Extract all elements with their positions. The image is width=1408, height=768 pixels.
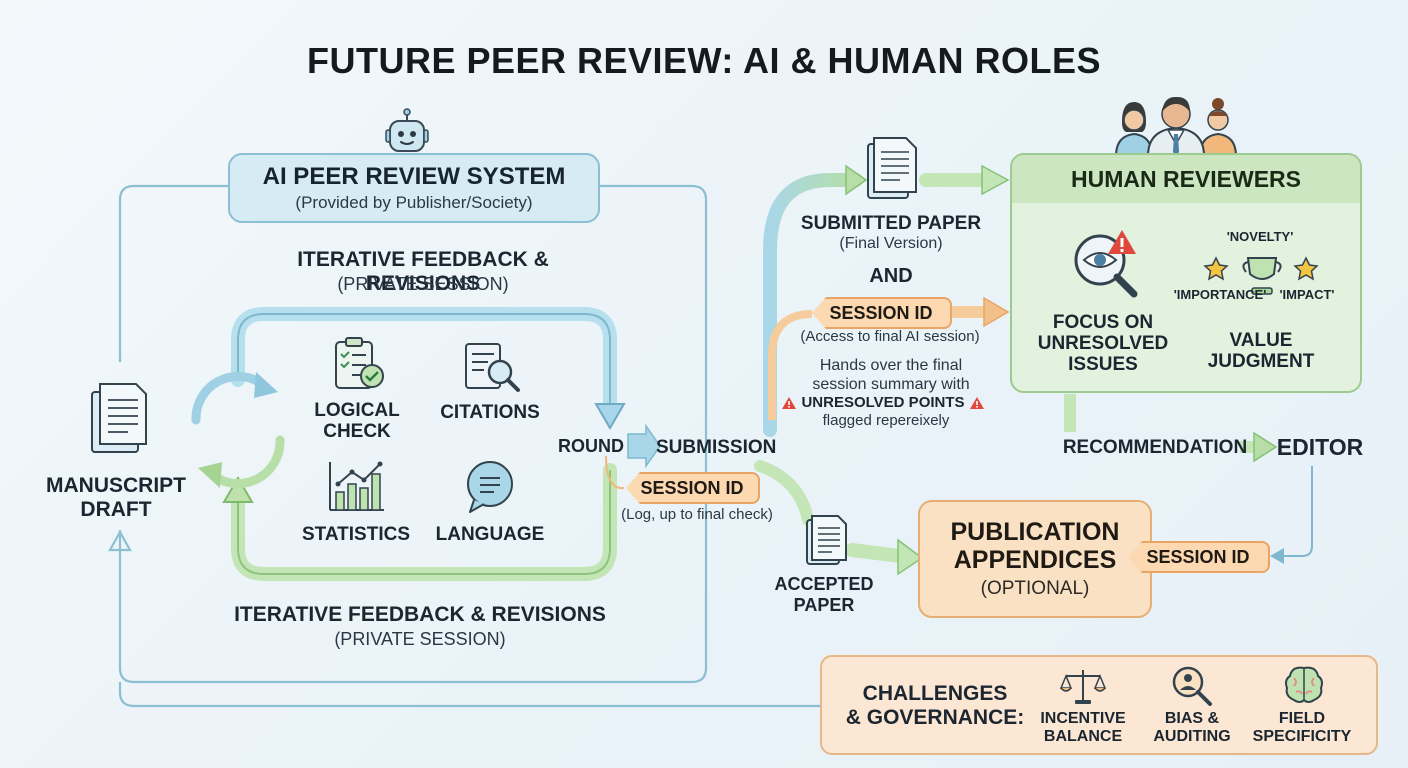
handover-line-2: session summary with — [812, 376, 970, 393]
check-label-logical: LOGICAL CHECK — [302, 400, 412, 442]
check-label-citations: CITATIONS — [440, 402, 540, 423]
eye-magnifier-icon — [1074, 230, 1138, 298]
challenges-governance-box — [820, 655, 1378, 755]
ai-system-subtitle: (Provided by Publisher/Society) — [295, 193, 533, 212]
and-label: AND — [869, 265, 913, 287]
session-id-log-sub: (Log, up to final check) — [621, 506, 773, 523]
round-label: ROUND — [558, 436, 624, 456]
focus-line-3: ISSUES — [1068, 354, 1138, 375]
session-id-access-tag: SESSION ID — [812, 297, 952, 329]
refresh-cycle-icon — [191, 371, 285, 489]
focus-unresolved-label: FOCUS ON UNRESOLVED ISSUES — [1036, 312, 1170, 375]
challenges-title-line-2: & GOVERNANCE: — [845, 706, 1025, 729]
focus-line-1: FOCUS ON — [1052, 312, 1154, 333]
loop-bottom-sub: (PRIVATE SESSION) — [334, 629, 506, 649]
document-search-icon — [465, 343, 520, 392]
publication-appendices-box: PUBLICATION APPENDICES (OPTIONAL) — [918, 500, 1152, 618]
publication-line-1: PUBLICATION — [950, 518, 1120, 546]
trophy-stars-icon — [1203, 256, 1319, 295]
handover-text: Hands over the final session summary wit… — [776, 356, 1006, 394]
ai-peer-review-system-box: AI PEER REVIEW SYSTEM (Provided by Publi… — [228, 153, 600, 223]
incentive-line-2: BALANCE — [1043, 728, 1123, 745]
novelty-label: 'NOVELTY' — [1226, 229, 1294, 244]
check-label-language: LANGUAGE — [435, 524, 545, 545]
session-id-log-tag: SESSION ID — [626, 472, 760, 504]
publication-sub: (OPTIONAL) — [980, 578, 1090, 599]
bar-chart-icon — [329, 461, 384, 511]
human-reviewers-title: HUMAN REVIEWERS — [1012, 155, 1360, 203]
magnifier-person-icon — [1172, 666, 1212, 706]
publication-line-2: APPENDICES — [953, 546, 1117, 574]
manuscript-draft-label: MANUSCRIPT DRAFT — [40, 474, 192, 522]
warning-icon — [969, 396, 984, 409]
accepted-paper-icon — [806, 515, 847, 565]
value-line-1: VALUE — [1229, 330, 1293, 351]
session-id-publication-text: SESSION ID — [1146, 546, 1250, 567]
loop-top-label: ITERATIVE FEEDBACK & REVISIONS — [297, 248, 549, 295]
loop-bottom-label: ITERATIVE FEEDBACK & REVISIONS — [234, 603, 606, 626]
challenges-title: CHALLENGES & GOVERNANCE: — [840, 682, 1030, 730]
submission-label: SUBMISSION — [656, 437, 777, 458]
editor-label: EDITOR — [1276, 434, 1364, 460]
people-group-icon — [1114, 96, 1238, 156]
accepted-paper-label: ACCEPTED PAPER — [764, 574, 884, 616]
warning-icon — [782, 396, 797, 409]
session-id-publication-tag: SESSION ID — [1128, 541, 1270, 573]
check-logical-line-2: CHECK — [323, 421, 391, 442]
accepted-line-2: PAPER — [793, 595, 855, 615]
field-line-2: SPECIFICITY — [1252, 728, 1352, 745]
clipboard-check-icon — [335, 337, 384, 389]
submitted-paper-label: SUBMITTED PAPER — [800, 213, 982, 234]
submitted-paper-icon — [867, 137, 917, 199]
session-id-access-sub: (Access to final AI session) — [800, 328, 980, 345]
incentive-line-1: INCENTIVE — [1040, 710, 1126, 727]
value-line-2: JUDGMENT — [1207, 351, 1315, 372]
challenge-incentive-label: INCENTIVE BALANCE — [1030, 710, 1136, 746]
impact-label: 'IMPACT' — [1279, 287, 1335, 302]
value-judgment-label: VALUE JUDGMENT — [1196, 330, 1326, 372]
manuscript-document-icon — [91, 383, 147, 453]
bias-line-1: BIAS & — [1164, 710, 1220, 727]
check-logical-line-1: LOGICAL — [314, 400, 400, 421]
unresolved-points-row: UNRESOLVED POINTS — [780, 394, 986, 411]
flagged-text: flagged repereixely — [822, 412, 950, 429]
accepted-line-1: ACCEPTED — [774, 574, 874, 594]
recommendation-label: RECOMMENDATION — [1062, 437, 1248, 458]
importance-label: 'IMPORTANCE' — [1173, 287, 1267, 302]
unresolved-points-text: UNRESOLVED POINTS — [801, 394, 965, 411]
handover-line-1: Hands over the final — [819, 357, 963, 374]
loop-top-sub: (PRIVATE SESSION) — [337, 274, 509, 294]
robot-icon — [385, 108, 429, 152]
brain-icon — [1285, 666, 1323, 703]
challenge-bias-label: BIAS & AUDITING — [1140, 710, 1244, 746]
check-label-statistics: STATISTICS — [301, 524, 411, 545]
manuscript-line-1: MANUSCRIPT — [46, 474, 186, 497]
field-line-1: FIELD — [1278, 710, 1326, 727]
focus-line-2: UNRESOLVED — [1037, 333, 1169, 354]
speech-bubble-icon — [467, 461, 513, 513]
submitted-paper-sub: (Final Version) — [839, 235, 943, 252]
session-id-access-text: SESSION ID — [829, 302, 933, 323]
challenges-title-line-1: CHALLENGES — [862, 682, 1008, 705]
page-title: FUTURE PEER REVIEW: AI & HUMAN ROLES — [306, 40, 1102, 81]
ai-system-title: AI PEER REVIEW SYSTEM — [262, 163, 566, 190]
challenge-field-label: FIELD SPECIFICITY — [1246, 710, 1358, 746]
scales-icon — [1060, 670, 1106, 704]
session-id-log-text: SESSION ID — [640, 477, 744, 498]
bias-line-2: AUDITING — [1153, 728, 1231, 745]
manuscript-line-2: DRAFT — [80, 498, 152, 521]
